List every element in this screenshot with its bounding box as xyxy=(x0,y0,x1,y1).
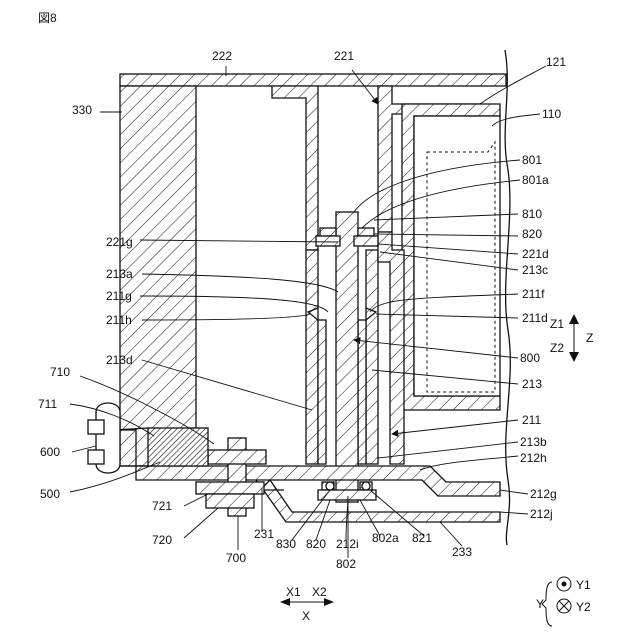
label-711: 711 xyxy=(38,397,57,411)
leader-212j xyxy=(500,512,528,514)
leader-233 xyxy=(440,522,462,546)
label-213d: 213d xyxy=(106,353,133,367)
z2-arrowhead xyxy=(569,352,579,362)
label-221: 221 xyxy=(334,49,354,63)
label-820-right: 820 xyxy=(522,227,542,241)
label-z: Z xyxy=(586,331,593,345)
label-211f: 211f xyxy=(522,287,545,301)
label-802a: 802a xyxy=(372,531,399,545)
label-710: 710 xyxy=(50,365,70,379)
label-y2: Y2 xyxy=(576,600,591,614)
label-121: 121 xyxy=(546,55,566,69)
label-802: 802 xyxy=(336,557,356,571)
label-801a: 801a xyxy=(522,173,549,187)
z-axis-indicator: Z1 Z Z2 xyxy=(550,314,593,362)
leader-720 xyxy=(184,508,218,538)
shaft-800 xyxy=(336,212,358,502)
label-800: 800 xyxy=(520,351,540,365)
z1-arrowhead xyxy=(569,314,579,324)
label-500: 500 xyxy=(40,487,60,501)
label-212g: 212g xyxy=(530,487,557,501)
bolt-700-head xyxy=(208,450,266,464)
label-y: Y xyxy=(536,597,544,611)
label-600: 600 xyxy=(40,445,60,459)
tube-213d xyxy=(318,320,326,464)
nut-721 xyxy=(196,482,264,494)
label-221g: 221g xyxy=(106,235,133,249)
label-213c: 213c xyxy=(522,263,548,277)
label-211: 211 xyxy=(522,413,541,427)
y-axis-indicator: Y Y1 Y2 xyxy=(536,577,591,626)
label-212h: 212h xyxy=(520,451,547,465)
wall-211 xyxy=(378,232,404,464)
label-z1: Z1 xyxy=(550,317,564,331)
label-233: 233 xyxy=(452,545,472,559)
leader-212g xyxy=(500,490,528,494)
label-211g: 211g xyxy=(106,289,132,303)
leader-212h xyxy=(420,456,518,470)
label-213: 213 xyxy=(522,377,542,391)
label-213b: 213b xyxy=(520,435,547,449)
x2-arrowhead xyxy=(324,598,334,606)
label-212i: 212i xyxy=(336,537,359,551)
flange-711-bottom xyxy=(88,450,104,464)
x1-arrowhead xyxy=(280,598,290,606)
figure-title: 図8 xyxy=(38,11,57,25)
label-y1: Y1 xyxy=(576,578,591,592)
label-x: X xyxy=(302,609,310,623)
washer-820-upper-right xyxy=(358,228,374,236)
label-z2: Z2 xyxy=(550,341,564,355)
break-line xyxy=(505,50,510,545)
tube-213-left-wall xyxy=(306,250,318,464)
nut-810-left xyxy=(316,236,340,246)
label-110: 110 xyxy=(542,107,561,121)
label-212j: 212j xyxy=(530,507,553,521)
wall-221-left xyxy=(272,86,318,250)
label-211d: 211d xyxy=(522,311,548,325)
label-810: 810 xyxy=(522,207,542,221)
label-700: 700 xyxy=(226,551,246,565)
oring-830 xyxy=(326,482,334,490)
label-330: 330 xyxy=(72,103,92,117)
label-721: 721 xyxy=(152,499,172,513)
label-x2: X2 xyxy=(312,585,327,599)
flange-711-top xyxy=(88,420,104,434)
label-820-bottom: 820 xyxy=(306,537,326,551)
label-221d: 221d xyxy=(522,247,549,261)
out-of-page-dot xyxy=(562,582,567,587)
tube-213-right-wall xyxy=(366,250,378,464)
leader-721 xyxy=(184,494,208,506)
label-211h: 211h xyxy=(106,313,132,327)
nut-720 xyxy=(206,494,254,508)
label-213a: 213a xyxy=(106,267,133,281)
x-axis-indicator: X1 X2 X xyxy=(280,585,334,623)
label-222: 222 xyxy=(212,49,232,63)
label-x1: X1 xyxy=(286,585,301,599)
label-821: 821 xyxy=(412,531,432,545)
oring-821 xyxy=(362,482,370,490)
washer-820-upper-left xyxy=(320,228,336,236)
label-801: 801 xyxy=(522,153,542,167)
label-720: 720 xyxy=(152,533,172,547)
label-830: 830 xyxy=(276,537,296,551)
label-231: 231 xyxy=(254,527,274,541)
into-page-cross xyxy=(559,601,569,611)
nut-810-right xyxy=(354,236,378,246)
leader-211 xyxy=(392,420,518,434)
top-plate-222 xyxy=(120,74,506,86)
